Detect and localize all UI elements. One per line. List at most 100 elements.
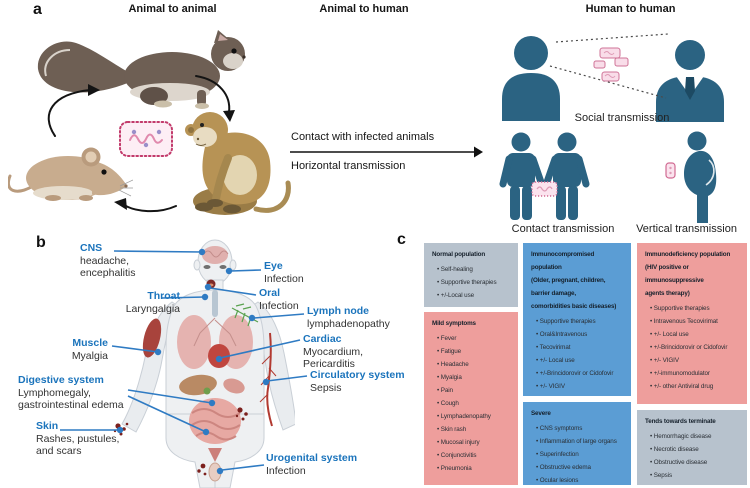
bullet-item: • +/- Local use [536,357,575,364]
monkey-icon [185,112,291,215]
urogenital-organ [197,462,222,482]
box-mild-symptoms: Mild symptoms • Fever• Fatigue• Headache… [424,312,518,485]
bullet-item: • +/-Brincidorovir or Cidofovir [536,370,614,377]
annotation-circulatory-system: Circulatory system Sepsis [310,369,405,394]
cycle-arrows [47,75,235,213]
annotation-title: Lymph node [307,305,370,317]
annotation-title: CNS [80,242,103,254]
contact-couple-icon [499,132,590,220]
bullet-item: • Fatigue [437,348,462,355]
annotation-eye: Eye Infection [264,260,304,285]
box-items: • Supportive therapies • Intravenous Teco… [645,302,744,393]
box-severe: Severe • CNS symptoms• Inflammation of l… [523,402,631,485]
eye-right [219,265,227,269]
pregnant-person-icon [684,131,717,223]
skin-rash-spots [113,407,248,436]
annotation-cns: CNS headache, encephalitis [80,242,135,280]
annotation-title: Circulatory system [310,369,405,381]
annotation-skin: Skin Rashes, pustules, and scars [36,420,119,458]
bullet-item: • Superinfection [536,451,579,458]
human-body-illustration [113,239,295,488]
bullet-item: • +/-Local use [437,292,475,299]
gallbladder [203,387,211,395]
virus-icon [119,121,173,157]
annotation-title: Skin [36,420,59,432]
bullet-item: • Tecovirimat [536,344,571,351]
box-title: Normal population [432,251,486,258]
bullet-item: • Fever [437,335,457,342]
annotation-desc: Infection [264,272,304,285]
annotation-title: Digestive system [18,374,104,386]
bullet-item: • +/- Local use [650,331,689,338]
box-items: • Self-healing • Supportive therapies • +/… [432,263,515,302]
annotation-digestive-system: Digestive system Lymphomegaly, gastroint… [18,374,124,412]
panel-a-label: a [33,1,42,18]
annotation-title: Throat [147,290,180,302]
bullet-item: • Lymphadenopathy [437,413,491,420]
annotation-desc: Infection [259,299,299,312]
annotation-desc: Rashes, pustules, and scars [36,432,120,458]
mouse-icon [8,147,133,201]
annotation-cardiac: Cardiac Myocardium, Pericarditis [303,333,363,371]
bullet-item: • CNS symptoms [536,425,583,432]
bullet-item: • +/-immunomodulator [650,370,710,377]
bullet-item: • +/- VIGIV [536,383,565,390]
bullet-item: • Necrotic disease [650,446,699,453]
box-normal-population: Normal population • Self-healing • Suppor… [424,243,518,307]
bullet-item: • Skin rash [437,426,467,433]
annotation-desc: Lymphomegaly, gastrointestinal edema [18,386,124,412]
eye-left [203,265,211,269]
annotation-muscle: Muscle Myalgia [40,337,108,362]
annotation-urogenital-system: Urogenital system Infection [266,452,357,477]
bullet-item: • Cough [437,400,459,407]
bullet-item: • Ocular lesions [536,477,579,484]
annotation-desc: lymphadenopathy [307,317,390,330]
panel-c-label: c [397,231,406,248]
intestines [189,398,241,444]
bullet-item: • Self-healing [437,266,473,273]
bullet-item: • Obstructive edema [536,464,591,471]
arrow-bottom-label: Horizontal transmission [291,160,406,172]
bullet-item: • Supportive therapies [437,279,497,286]
horizontal-arrow [290,146,483,158]
brain [202,246,229,264]
heading-human-to-human: Human to human [585,3,676,15]
annotation-desc: Laryngalgia [125,302,180,315]
annotation-title: Eye [264,260,283,272]
annotation-throat: Throat Laryngalgia [100,290,180,315]
box-tends-towards-terminate: Tends towards terminate • Hemorrhagic di… [637,410,747,485]
virus-particles [593,47,629,82]
heading-animal-to-human: Animal to human [319,3,409,15]
vertical-transmission-label: Vertical transmission [636,223,737,235]
box-title: Tends towards terminate [645,418,716,425]
bullet-item: • Headache [437,361,469,368]
bullet-item: • Pneumonia [437,465,472,472]
lymph-nodes [231,303,259,327]
box-items: • Hemorrhagic disease • Necrotic disease •… [645,430,744,482]
heading-animal-to-animal: Animal to animal [128,3,217,15]
bullet-item: • Obstructive disease [650,459,708,466]
bullet-item: • Supportive therapies [650,305,710,312]
stomach [223,378,245,394]
bullet-item: • Hemorrhagic disease [650,433,712,440]
bullet-item: • Mucosal injury [437,439,480,446]
annotation-desc: Sepsis [310,381,342,394]
box-items: • Supportive therapies• Oral&Intravenous… [531,315,628,393]
arm-muscle [142,318,162,358]
bullet-item: • Supportive therapies [536,318,596,325]
leader-lines [60,248,308,475]
annotation-title: Muscle [72,337,108,349]
box-title: Immunodeficiency population (HIV positiv… [645,251,731,297]
droplet-transmission-lines [549,33,669,99]
bullet-item: • Inflammation of large organs [536,438,617,445]
social-transmission-label: Social transmission [574,112,670,124]
bullet-item: • Myalgia [437,374,462,381]
box-immunocompromised-population: Immunocompromised population (Older, pre… [523,243,631,396]
annotation-title: Urogenital system [266,452,358,464]
bullet-item: • Conjunctivitis [437,452,477,459]
annotation-lymph-node: Lymph node lymphadenopathy [307,305,390,330]
box-immunodeficiency-population: Immunodeficiency population (HIV positiv… [637,243,747,404]
annotation-desc: Infection [266,464,306,477]
bullet-item: • Intravenous Tecovirimat [650,318,718,325]
